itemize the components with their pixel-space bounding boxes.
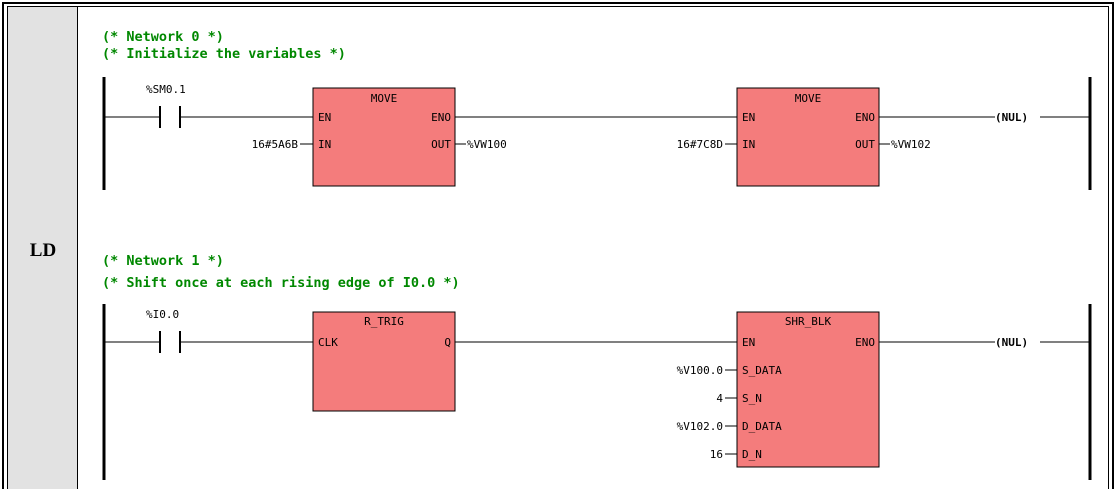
- network-0-contact[interactable]: [104, 106, 313, 128]
- network-0: (* Network 0 *) (* Initialize the variab…: [102, 29, 1092, 190]
- inner-frame: [7, 6, 1109, 489]
- network-0-block-2-pin-en: EN: [742, 111, 755, 124]
- network-0-block-1-pin-out: OUT: [431, 138, 451, 151]
- network-1-block-2-title: SHR_BLK: [785, 315, 832, 328]
- network-1-block-1-title: R_TRIG: [364, 315, 404, 328]
- network-0-block-1-in-value: 16#5A6B: [252, 138, 299, 151]
- network-0-block-1-pin-in: IN: [318, 138, 331, 151]
- network-1-block-2-pin-eno: ENO: [855, 336, 875, 349]
- network-0-move-block-2[interactable]: MOVE EN ENO IN OUT: [736, 87, 880, 187]
- network-1-block-2-pin-s-n: S_N: [742, 392, 762, 405]
- network-1-d-data-value: %V102.0: [677, 420, 723, 433]
- network-0-block-2-pin-out: OUT: [855, 138, 875, 151]
- network-1-rtrig-block[interactable]: R_TRIG CLK Q: [312, 311, 456, 412]
- language-label: LD: [29, 240, 57, 261]
- network-1-block-2-pin-d-n: D_N: [742, 448, 762, 461]
- network-0-block-2-out-value: %VW102: [891, 138, 931, 151]
- network-1-s-n-value: 4: [716, 392, 723, 405]
- network-1-coil[interactable]: (NUL): [995, 336, 1028, 349]
- network-0-comment-desc: (* Initialize the variables *): [102, 46, 346, 62]
- network-0-move-block-1[interactable]: MOVE EN ENO IN OUT: [312, 87, 456, 187]
- network-0-block-1-pin-en: EN: [318, 111, 331, 124]
- network-1-block-2-pin-s-data: S_DATA: [742, 364, 782, 377]
- network-1-block-1-pin-q: Q: [444, 336, 451, 349]
- network-0-block-2-pin-eno: ENO: [855, 111, 875, 124]
- network-0-coil[interactable]: (NUL): [995, 111, 1028, 124]
- network-1: (* Network 1 *) (* Shift once at each ri…: [102, 253, 1092, 480]
- network-0-block-1-out-value: %VW100: [467, 138, 507, 151]
- network-0-block-2-in-value: 16#7C8D: [677, 138, 723, 151]
- network-0-comment-title: (* Network 0 *): [102, 29, 224, 45]
- network-1-block-1-pin-clk: CLK: [318, 336, 338, 349]
- network-1-block-2-pin-en: EN: [742, 336, 755, 349]
- network-1-comment-desc: (* Shift once at each rising edge of I0.…: [102, 275, 460, 291]
- network-0-block-1-pin-eno: ENO: [431, 111, 451, 124]
- network-1-shr-blk-block[interactable]: SHR_BLK EN ENO S_DATA S_N D_DATA D_N: [736, 311, 880, 468]
- network-1-s-data-value: %V100.0: [677, 364, 723, 377]
- language-column: [8, 7, 78, 489]
- network-0-block-1-title: MOVE: [371, 92, 398, 105]
- network-1-d-n-value: 16: [710, 448, 723, 461]
- network-0-block-2-title: MOVE: [795, 92, 822, 105]
- network-1-contact-label: %I0.0: [146, 308, 179, 321]
- network-0-contact-label: %SM0.1: [146, 83, 186, 96]
- network-0-block-2-pin-in: IN: [742, 138, 755, 151]
- network-1-block-2-pin-d-data: D_DATA: [742, 420, 782, 433]
- network-1-comment-title: (* Network 1 *): [102, 253, 224, 269]
- network-1-contact[interactable]: [104, 331, 313, 353]
